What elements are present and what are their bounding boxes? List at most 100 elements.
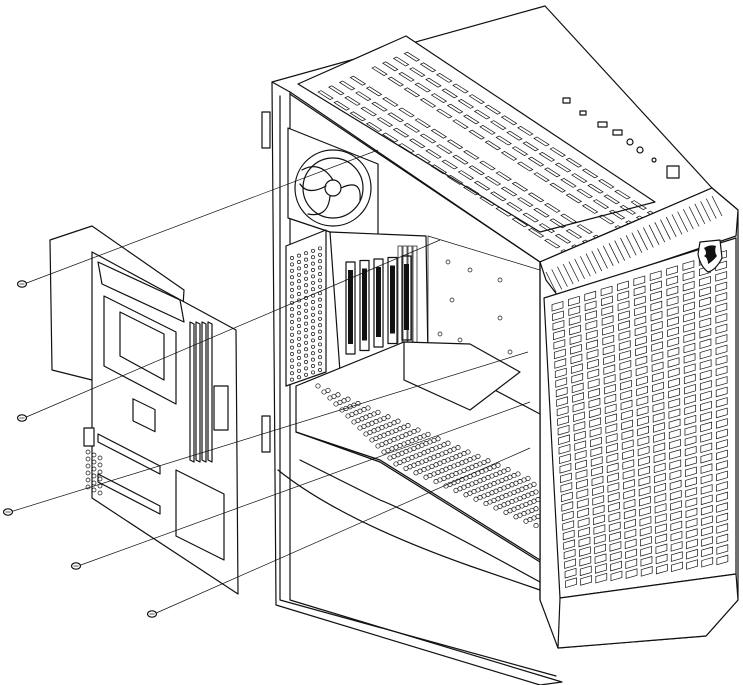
vent-hole	[304, 289, 308, 294]
vent-hole	[297, 298, 301, 303]
mesh-hole	[610, 570, 623, 582]
standoff-hole	[445, 259, 451, 265]
mesh-hole	[637, 445, 650, 457]
mesh-hole	[640, 556, 653, 567]
mesh-slot	[511, 181, 529, 192]
standoff-hole	[449, 297, 455, 303]
mesh-hole	[715, 407, 728, 419]
mesh-hole	[650, 321, 663, 332]
vent-hole	[297, 375, 301, 380]
mesh-hole	[621, 439, 634, 450]
mesh-slot	[495, 206, 512, 217]
mesh-hole	[603, 374, 616, 385]
dragon-shield-logo-icon	[697, 239, 723, 273]
vent-hole	[304, 270, 308, 275]
mesh-slot	[338, 80, 356, 91]
mesh-hole	[699, 317, 712, 329]
mesh-hole	[715, 271, 728, 282]
mesh-hole	[601, 295, 613, 307]
mesh-hole	[609, 541, 622, 552]
mesh-slot	[538, 152, 556, 162]
mesh-hole	[634, 325, 647, 337]
mesh-hole	[573, 411, 585, 422]
shroud-hole	[503, 509, 509, 515]
mesh-hole	[603, 364, 616, 375]
mesh-slot	[468, 165, 485, 176]
mesh-hole	[622, 449, 634, 460]
mesh-slot	[511, 217, 529, 228]
mesh-slot	[581, 168, 599, 179]
mesh-slot	[452, 119, 469, 129]
mesh-slot	[333, 100, 350, 111]
mesh-hole	[699, 348, 712, 360]
mesh-hole	[624, 538, 637, 550]
vent-hole	[297, 330, 301, 335]
mesh-slot	[598, 179, 615, 189]
mesh-hole	[701, 546, 713, 558]
mesh-hole	[667, 367, 680, 379]
rib-line	[694, 203, 706, 225]
mesh-slot	[500, 115, 518, 126]
mesh-hole	[640, 546, 653, 557]
mesh-hole	[563, 539, 576, 550]
mesh-hole	[569, 324, 581, 336]
mesh-hole	[622, 459, 635, 470]
mesh-hole	[636, 375, 648, 387]
mesh-hole	[625, 558, 638, 569]
mesh-hole	[553, 348, 566, 360]
mesh-hole	[716, 523, 729, 534]
vent-hole	[311, 319, 315, 324]
mesh-hole	[684, 404, 697, 416]
vent-hole	[297, 304, 301, 309]
mesh-hole	[624, 518, 636, 530]
mesh-hole	[716, 449, 728, 461]
mesh-hole	[700, 411, 712, 422]
mesh-slot	[495, 171, 512, 181]
mesh-hole	[684, 445, 697, 457]
mesh-hole	[640, 536, 652, 547]
mesh-hole	[635, 355, 648, 367]
mesh-hole	[654, 472, 666, 484]
shroud-hole	[493, 505, 499, 511]
rib-line	[585, 253, 597, 274]
mesh-hole	[563, 548, 576, 560]
mesh-hole	[620, 409, 633, 421]
mesh-hole	[561, 510, 574, 522]
mesh-slot	[441, 88, 458, 99]
rib-line	[654, 222, 666, 243]
mesh-hole	[653, 462, 666, 474]
mesh-hole	[685, 528, 698, 539]
mesh-hole	[650, 280, 662, 292]
vent-hole	[297, 253, 301, 258]
shroud-hole	[403, 465, 409, 471]
mesh-slot	[517, 197, 534, 207]
rib-line	[562, 263, 574, 285]
ram-slots	[189, 321, 213, 463]
vent-hole	[318, 342, 322, 347]
mesh-hole	[623, 508, 636, 520]
vent-hole	[297, 336, 301, 341]
mesh-hole	[573, 430, 586, 442]
mesh-slot	[382, 97, 399, 107]
vent-hole	[304, 251, 308, 256]
vent-hole	[304, 334, 308, 339]
standoff-hole	[457, 337, 463, 343]
mesh-hole	[608, 521, 621, 533]
mesh-hole	[684, 394, 696, 405]
vent-hole	[318, 297, 322, 302]
vent-hole	[311, 364, 315, 368]
vent-hole	[311, 332, 315, 336]
mesh-slot	[409, 138, 426, 149]
mesh-hole	[667, 316, 679, 327]
vent-hole	[297, 272, 301, 277]
mesh-hole	[652, 401, 665, 413]
mesh-hole	[700, 400, 712, 412]
mesh-hole	[655, 523, 667, 534]
vent-hole	[290, 281, 294, 286]
mesh-hole	[716, 502, 729, 513]
rib-line	[711, 195, 723, 217]
mesh-hole	[654, 482, 666, 494]
mesh-hole	[716, 460, 728, 471]
mesh-slot	[387, 76, 404, 87]
